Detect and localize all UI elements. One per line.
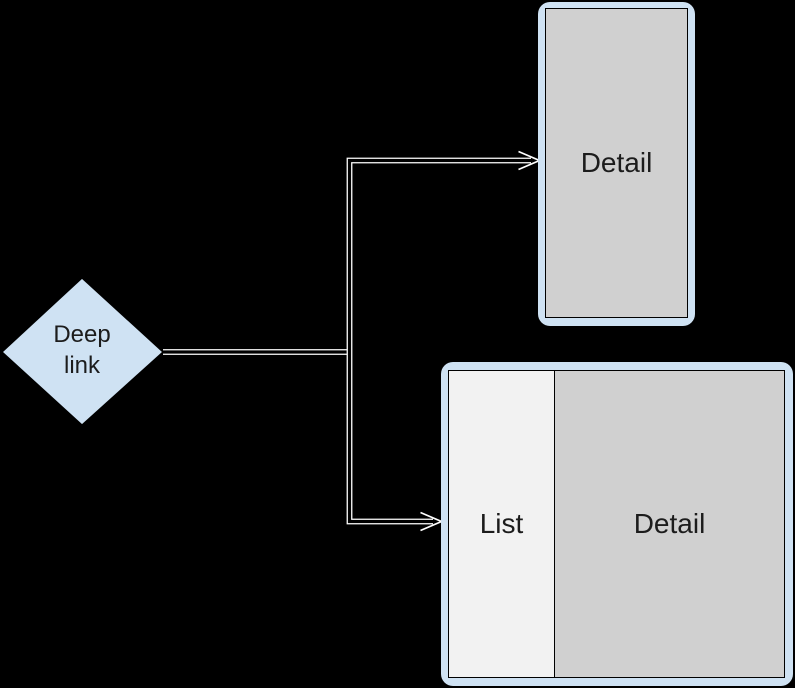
detail-screen-label: Detail	[580, 147, 653, 178]
list-pane-label: List	[479, 508, 524, 539]
detail-screen-frame: Detail	[538, 2, 695, 326]
detail-pane-label: Detail	[633, 508, 706, 539]
detail-pane: Detail	[555, 371, 784, 677]
deep-link-node	[0, 277, 165, 426]
detail-screen: Detail	[545, 8, 688, 318]
list-detail-screen-frame: List Detail	[441, 362, 793, 686]
list-detail-screen: List Detail	[448, 370, 785, 678]
connector-fork	[346, 157, 531, 525]
list-pane: List	[449, 371, 555, 677]
